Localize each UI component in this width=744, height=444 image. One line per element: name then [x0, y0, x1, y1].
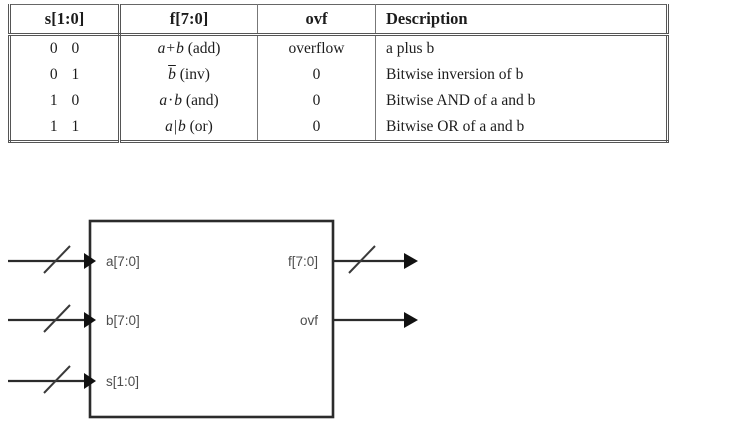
- arrowhead-icon: [404, 253, 418, 269]
- operand-b: b: [177, 118, 186, 135]
- alu-function-table: s[1:0] f[7:0] ovf Description 0 0 a+b (a…: [8, 4, 669, 143]
- select-bits: 0 0: [49, 40, 85, 57]
- table-row: 1 1 a|b (or) 0 Bitwise OR of a and b: [9, 114, 668, 142]
- function-tag: (inv): [179, 66, 210, 83]
- table-header: s[1:0] f[7:0] ovf Description: [9, 4, 668, 36]
- table-header-row: s[1:0] f[7:0] ovf Description: [9, 4, 668, 36]
- function-tag: (add): [187, 40, 221, 57]
- select-bits: 0 1: [49, 66, 85, 83]
- column-header-select: s[1:0]: [9, 4, 121, 36]
- cell-select: 0 0: [9, 34, 121, 62]
- input-port-s: s[1:0]: [8, 365, 139, 394]
- port-label-a: a[7:0]: [106, 254, 140, 269]
- cell-description: Bitwise AND of a and b: [386, 92, 536, 109]
- port-label-ovf: ovf: [300, 313, 318, 328]
- input-port-b: b[7:0]: [8, 304, 140, 333]
- operand-a: a: [157, 40, 166, 57]
- select-bits: 1 0: [49, 92, 85, 109]
- port-label-s: s[1:0]: [106, 374, 139, 389]
- cell-overflow: overflow: [257, 34, 376, 62]
- function-tag: (and): [185, 92, 219, 109]
- column-header-description: Description: [375, 4, 668, 36]
- arrowhead-icon: [84, 253, 96, 269]
- arrowhead-icon: [84, 312, 96, 328]
- cell-function: a|b (or): [119, 114, 258, 142]
- operator: ·: [168, 92, 174, 109]
- port-label-f: f[7:0]: [288, 254, 318, 269]
- table-row: 1 0 a·b (and) 0 Bitwise AND of a and b: [9, 88, 668, 114]
- cell-description: a plus b: [386, 40, 435, 57]
- alu-block-body: [88, 219, 335, 419]
- cell-function: a+b (add): [119, 34, 258, 62]
- alu-block-diagram: a[7:0] b[7:0] s[1:0] f[7:0] ovf: [0, 196, 460, 436]
- cell-function: a·b (and): [119, 88, 258, 114]
- output-port-ovf: ovf: [300, 312, 418, 328]
- function-table-container: s[1:0] f[7:0] ovf Description 0 0 a+b (a…: [8, 4, 669, 143]
- cell-overflow: 0: [257, 62, 376, 88]
- port-label-b: b[7:0]: [106, 313, 140, 328]
- cell-overflow: 0: [257, 114, 376, 142]
- operator: +: [166, 40, 176, 57]
- table-body: 0 0 a+b (add) overflow a plus b 0 1 b (i…: [9, 34, 668, 142]
- operand-b: b: [176, 40, 184, 57]
- bus-slash-icon: [43, 304, 71, 333]
- cell-description: Bitwise inversion of b: [386, 66, 524, 83]
- operand-b-inverted: b: [168, 66, 176, 83]
- cell-select: 1 1: [9, 114, 121, 142]
- arrowhead-icon: [404, 312, 418, 328]
- cell-description: Bitwise OR of a and b: [386, 118, 525, 135]
- column-header-overflow: ovf: [257, 4, 376, 36]
- cell-select: 0 1: [9, 62, 121, 88]
- bus-slash-icon: [43, 245, 71, 274]
- function-tag: (or): [189, 118, 213, 135]
- cell-function: b (inv): [119, 62, 258, 88]
- operand-a: a: [165, 118, 173, 135]
- operand-b: b: [174, 92, 183, 109]
- column-header-function: f[7:0]: [119, 4, 258, 36]
- table-row: 0 0 a+b (add) overflow a plus b: [9, 34, 668, 62]
- arrowhead-icon: [84, 373, 96, 389]
- cell-select: 1 0: [9, 88, 121, 114]
- cell-overflow: 0: [257, 88, 376, 114]
- table-row: 0 1 b (inv) 0 Bitwise inversion of b: [9, 62, 668, 88]
- bus-slash-icon: [43, 365, 71, 394]
- operand-a: a: [159, 92, 168, 109]
- bus-slash-icon: [348, 245, 376, 274]
- output-port-f: f[7:0]: [288, 245, 418, 274]
- select-bits: 1 1: [49, 118, 85, 135]
- operator: |: [173, 118, 177, 135]
- input-port-a: a[7:0]: [8, 245, 140, 274]
